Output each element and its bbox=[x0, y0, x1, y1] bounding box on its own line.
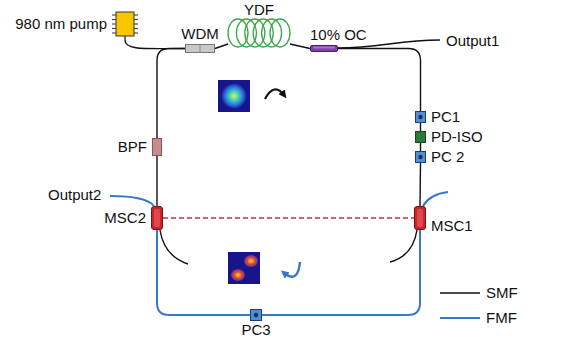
circulation-arrow bbox=[265, 89, 284, 99]
mode-image-lp01 bbox=[218, 80, 250, 112]
unused-port-fiber bbox=[160, 230, 188, 264]
pump-symbol bbox=[112, 8, 138, 40]
isolator: PD-ISO bbox=[415, 131, 426, 143]
pc-symbol bbox=[415, 151, 426, 163]
fiber-connector bbox=[156, 156, 157, 206]
polarization-controller: PC 2 bbox=[415, 151, 426, 163]
mode-image-lp11 bbox=[228, 252, 260, 284]
port-label: Output2 bbox=[48, 187, 101, 204]
circulation-arrow bbox=[284, 262, 300, 277]
component-label: 10% OC bbox=[310, 27, 367, 44]
component-label: BPF bbox=[118, 139, 147, 156]
pc-symbol bbox=[250, 309, 262, 321]
wdm-symbol bbox=[185, 44, 215, 53]
mode-selective-coupler: MSC2 bbox=[151, 206, 163, 230]
fiber-connector bbox=[262, 230, 420, 315]
component-label: PC 2 bbox=[431, 149, 464, 166]
pump-laser: 980 nm pump bbox=[112, 8, 138, 40]
wdm-coupler: WDM bbox=[185, 44, 215, 53]
iso-symbol bbox=[415, 131, 426, 143]
fiber-connector bbox=[338, 49, 421, 112]
fiber-connector bbox=[215, 44, 228, 49]
bpf-symbol bbox=[152, 138, 162, 156]
legend-line-sample bbox=[440, 292, 480, 294]
component-label: WDM bbox=[181, 26, 219, 43]
port-label: Output1 bbox=[446, 33, 499, 50]
unused-port-fiber bbox=[390, 230, 417, 262]
fiber-coil: YDF bbox=[228, 18, 290, 48]
legend-label: SMF bbox=[486, 285, 518, 302]
legend-label: FMF bbox=[486, 310, 517, 327]
fiber-connector bbox=[420, 123, 421, 131]
coil-symbol bbox=[228, 18, 290, 48]
output-fiber bbox=[110, 196, 154, 206]
bandpass-filter: BPF bbox=[152, 138, 162, 156]
polarization-controller: PC1 bbox=[415, 111, 426, 123]
component-label: YDF bbox=[244, 2, 274, 19]
fiber-connector bbox=[157, 49, 185, 139]
msc-symbol bbox=[151, 206, 163, 230]
component-label: PC1 bbox=[431, 109, 460, 126]
msc-symbol bbox=[414, 206, 426, 230]
dashed-divider bbox=[163, 217, 414, 219]
component-label: PD-ISO bbox=[431, 129, 483, 146]
fiber-connector bbox=[419, 163, 421, 206]
fiber-connector bbox=[290, 44, 310, 49]
component-label: MSC2 bbox=[104, 210, 146, 227]
fiber-connector bbox=[157, 230, 250, 315]
mode-selective-coupler: MSC1 bbox=[414, 206, 426, 230]
polarization-controller: PC3 bbox=[250, 309, 262, 321]
unused-port-fiber bbox=[423, 192, 448, 206]
legend-line-sample bbox=[440, 317, 480, 319]
output-coupler: 10% OC bbox=[310, 45, 338, 52]
fiber-connector bbox=[420, 143, 421, 151]
pc-symbol bbox=[415, 111, 426, 123]
oc-symbol bbox=[310, 45, 338, 52]
component-label: MSC1 bbox=[431, 218, 473, 235]
component-label: PC3 bbox=[241, 322, 270, 339]
fiber-connector bbox=[125, 40, 185, 49]
component-label: 980 nm pump bbox=[15, 16, 107, 33]
